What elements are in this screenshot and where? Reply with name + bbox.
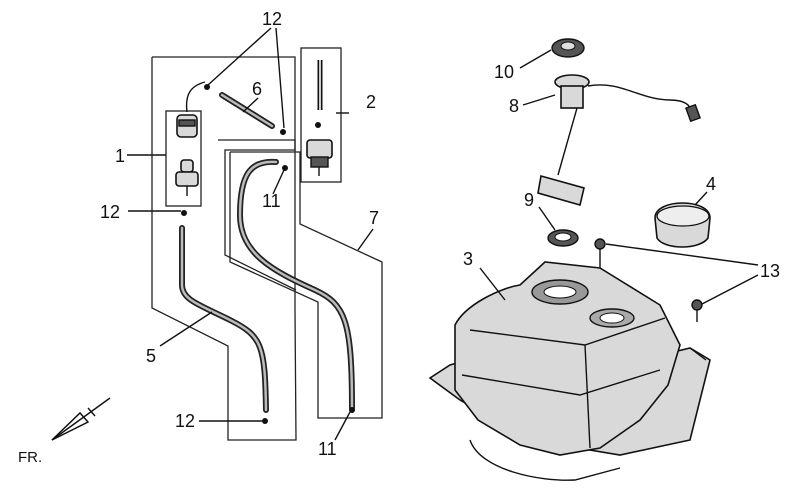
group-frame-right — [229, 151, 383, 419]
callout-12: 12 — [262, 9, 282, 29]
clip-icon — [280, 129, 286, 135]
clip-icon — [282, 165, 288, 171]
callout-13: 13 — [760, 261, 780, 281]
group-frame-middle — [218, 139, 297, 291]
callout-12: 12 — [100, 202, 120, 222]
fuel-tank-part-3 — [428, 261, 711, 481]
clip-icon — [262, 418, 268, 424]
callout-1: 1 — [115, 146, 125, 166]
callout-10: 10 — [494, 62, 514, 82]
valve-assembly-part-2 — [306, 60, 333, 176]
leader-lines — [127, 27, 759, 441]
clip-icon — [204, 84, 210, 90]
callout-9: 9 — [524, 190, 534, 210]
fuel-valve-part-1 — [175, 114, 199, 196]
hose-link-top — [185, 81, 206, 113]
callout-11: 11 — [262, 191, 281, 211]
clip-icon — [349, 407, 355, 413]
group-box-2 — [300, 47, 342, 183]
callout-7: 7 — [369, 208, 379, 228]
callout-4: 4 — [706, 174, 716, 194]
fuel-sender-part-8 — [537, 74, 701, 206]
callout-8: 8 — [509, 96, 519, 116]
callout-5: 5 — [146, 346, 156, 366]
callout-12: 12 — [175, 411, 195, 431]
clip-icon — [181, 210, 187, 216]
grommet-part-10 — [551, 38, 585, 58]
front-direction-arrow-icon — [51, 397, 111, 441]
front-label: FR. — [18, 449, 42, 466]
group-box-1 — [165, 110, 202, 207]
callout-6: 6 — [252, 79, 262, 99]
callout-11: 11 — [318, 439, 337, 459]
callout-2: 2 — [366, 92, 376, 112]
callout-3: 3 — [463, 249, 473, 269]
bolt-icon — [691, 299, 703, 322]
fuel-cap-part-4 — [654, 202, 711, 248]
group-frame-left — [151, 56, 297, 441]
